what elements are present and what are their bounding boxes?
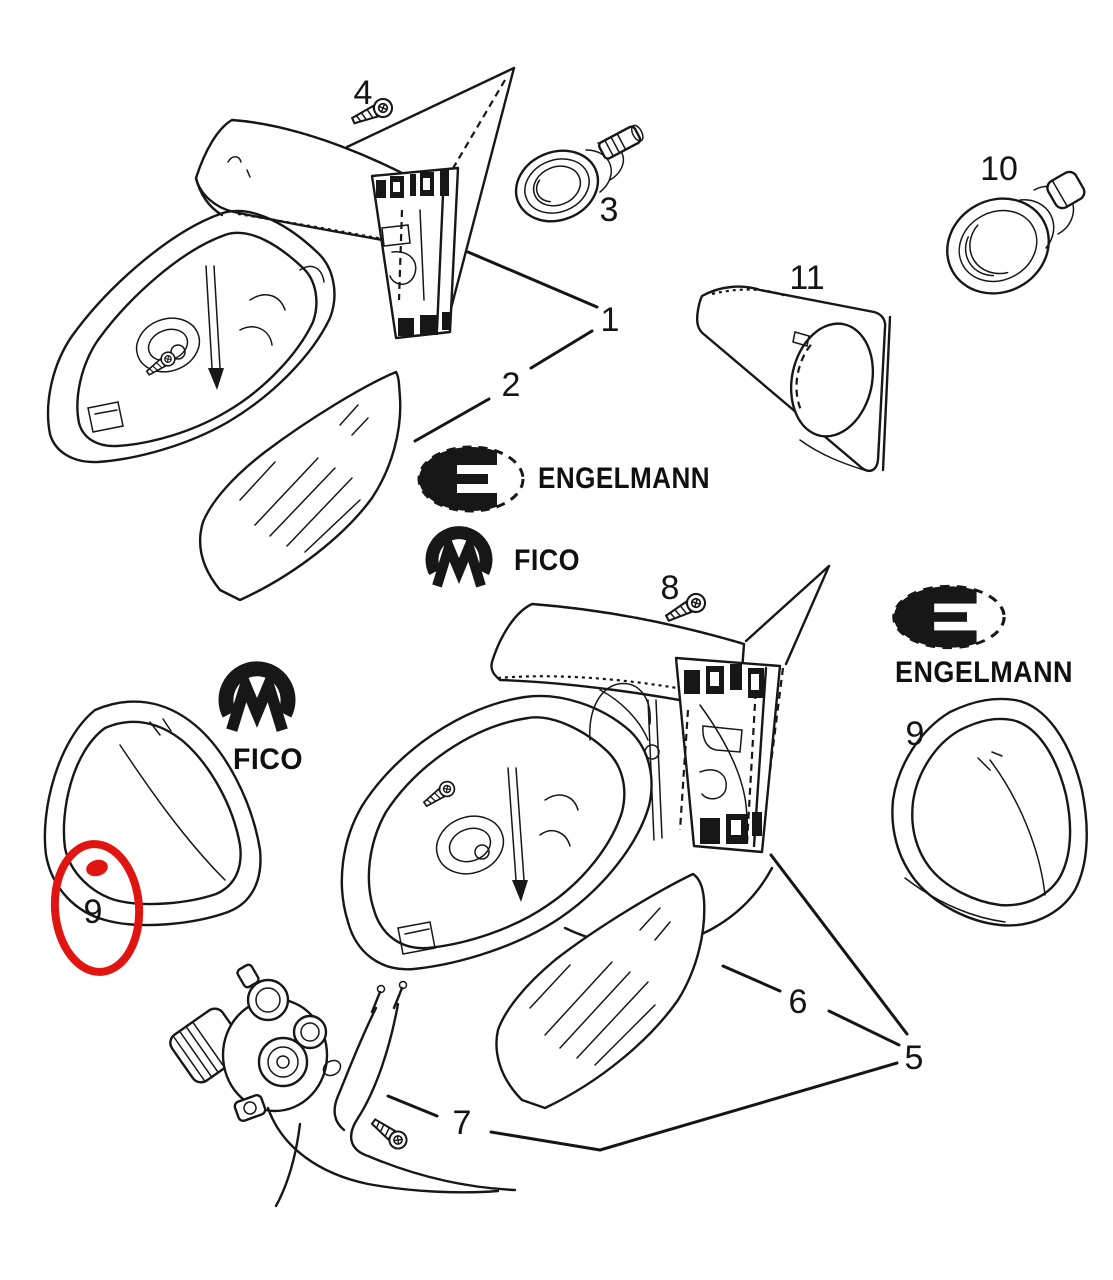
brand-labels: ENGELMANN FICO FICO ENGELMANN <box>233 462 1073 776</box>
part-10-boot <box>946 170 1086 295</box>
part-2-mirror-glass <box>199 370 402 602</box>
part-9-bezel-right <box>891 697 1088 927</box>
highlight-dot <box>86 859 108 877</box>
part-label-4: 4 <box>354 74 373 112</box>
leader-lines <box>386 250 909 1152</box>
part-7-motor-assembly <box>169 963 517 1208</box>
part-label-10: 10 <box>980 150 1018 188</box>
engelmann-label-top: ENGELMANN <box>538 462 710 495</box>
part-11-cover <box>695 285 892 472</box>
fico-label-top: FICO <box>514 544 580 577</box>
part-label-11: 11 <box>789 259 824 297</box>
highlight-annotation <box>50 840 144 976</box>
part-label-9-left: 9 <box>84 893 103 931</box>
part-label-6: 6 <box>789 983 808 1021</box>
part-label-9-right: 9 <box>906 715 925 753</box>
highlight-ellipse <box>50 840 144 976</box>
lower-mirror-assembly <box>340 564 831 971</box>
part-label-1: 1 <box>601 301 620 339</box>
part-labels: 1 2 3 4 5 6 7 8 9 9 10 11 <box>84 74 1018 1142</box>
part-label-8: 8 <box>661 569 680 607</box>
part-label-2: 2 <box>502 366 521 404</box>
part-label-5: 5 <box>905 1039 924 1077</box>
part-label-7: 7 <box>453 1104 472 1142</box>
part-3-grommet <box>514 124 644 223</box>
fico-label-left: FICO <box>233 743 303 776</box>
part-6-mirror-glass <box>495 872 706 1110</box>
engelmann-label-right: ENGELMANN <box>895 656 1073 689</box>
upper-mirror-assembly <box>46 66 516 464</box>
part-label-3: 3 <box>600 191 619 229</box>
